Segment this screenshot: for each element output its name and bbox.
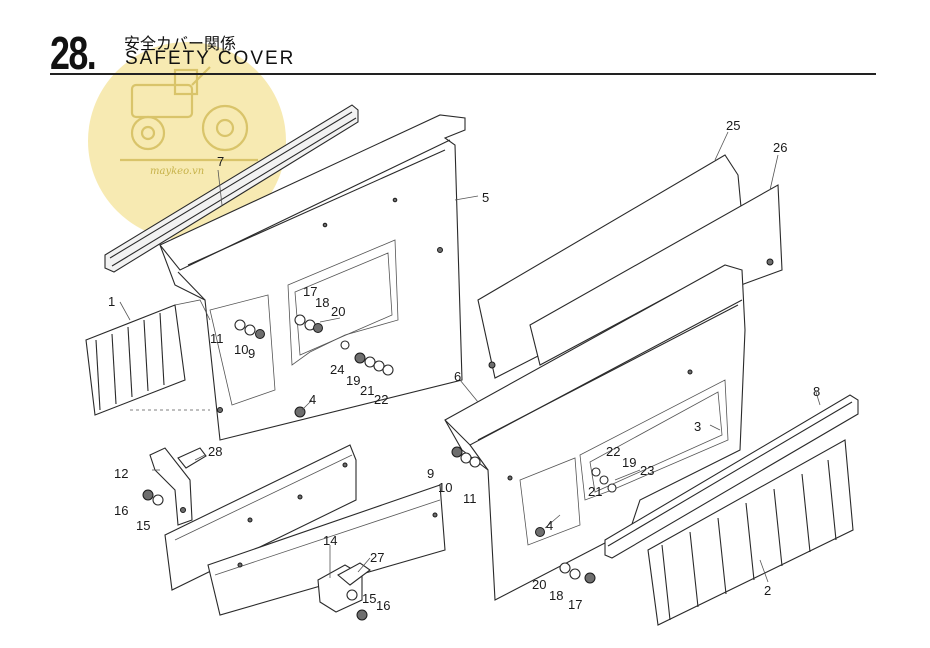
- section-title-jp: 安全カバー関係: [124, 34, 237, 53]
- part-7-rail: [104, 104, 359, 273]
- part-label-16: 16: [376, 598, 390, 613]
- part-label-20: 20: [532, 577, 546, 592]
- part-label-9: 9: [427, 466, 434, 481]
- part-1-slatted-guard: [85, 299, 211, 416]
- part-label-10: 10: [438, 480, 452, 495]
- part-2-slatted-guard: [647, 439, 854, 626]
- part-label-8: 8: [813, 384, 820, 399]
- part-label-5: 5: [482, 190, 489, 205]
- part-label-20: 20: [331, 304, 345, 319]
- leader-lines: [119, 131, 821, 583]
- part-label-11: 11: [463, 491, 477, 506]
- header-rule: [50, 73, 876, 75]
- part-label-26: 26: [773, 140, 787, 155]
- part-label-22: 22: [606, 444, 620, 459]
- part-12-bracket: [149, 447, 193, 526]
- part-label-24: 24: [330, 362, 344, 377]
- part-label-22: 22: [374, 392, 388, 407]
- part-28-clip: [177, 447, 207, 469]
- part-label-17: 17: [568, 597, 582, 612]
- part-label-18: 18: [549, 588, 563, 603]
- part-label-14: 14: [323, 533, 337, 548]
- part-label-11: 11: [210, 331, 224, 346]
- watermark-text: maykeo.vn: [150, 166, 205, 177]
- part-label-21: 21: [360, 383, 374, 398]
- part-labels: 1234456789910101111121415151616171718181…: [108, 118, 820, 613]
- section-title-en: SAFETY COVER: [125, 48, 296, 69]
- part-label-15: 15: [362, 591, 376, 606]
- part-label-1: 1: [108, 294, 115, 309]
- part-label-9: 9: [248, 346, 255, 361]
- part-label-3: 3: [694, 419, 701, 434]
- part-label-21: 21: [588, 484, 602, 499]
- part-label-28: 28: [208, 444, 222, 459]
- part-label-19: 19: [622, 455, 636, 470]
- part-label-4: 4: [546, 518, 553, 533]
- part-label-15: 15: [136, 518, 150, 533]
- part-label-18: 18: [315, 295, 329, 310]
- part-frame-lower: [164, 444, 446, 616]
- part-label-2: 2: [764, 583, 771, 598]
- part-label-7: 7: [217, 154, 224, 169]
- part-label-10: 10: [234, 342, 248, 357]
- part-label-19: 19: [346, 373, 360, 388]
- part-label-12: 12: [114, 466, 128, 481]
- fasteners: [142, 314, 617, 621]
- part-label-23: 23: [640, 463, 654, 478]
- part-label-17: 17: [303, 284, 317, 299]
- part-label-25: 25: [726, 118, 740, 133]
- part-5-left-cover: [159, 114, 466, 441]
- part-label-4: 4: [309, 392, 316, 407]
- part-label-6: 6: [454, 369, 461, 384]
- part-8-strip: [604, 394, 859, 559]
- part-label-27: 27: [370, 550, 384, 565]
- section-number: 28.: [50, 27, 97, 79]
- part-label-16: 16: [114, 503, 128, 518]
